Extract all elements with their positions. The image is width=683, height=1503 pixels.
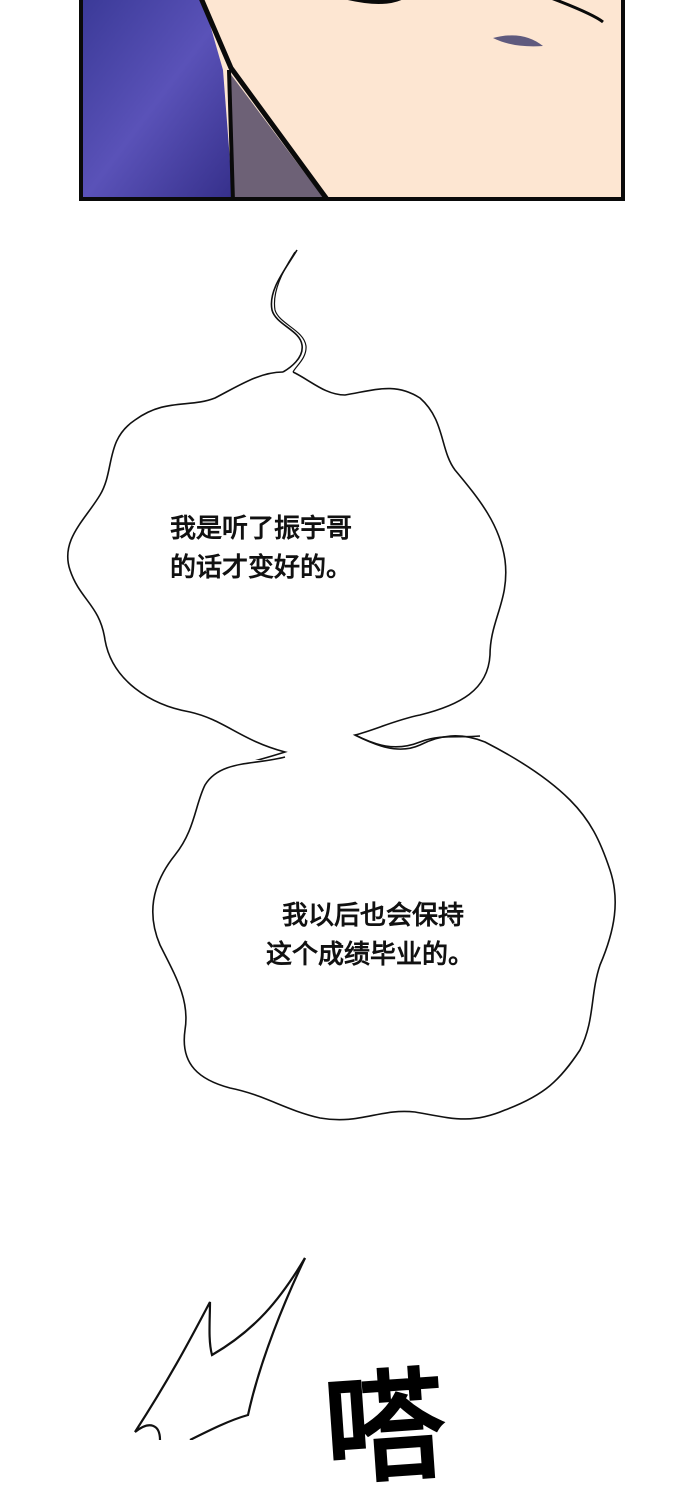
panel-artwork	[83, 0, 604, 197]
thought-bubble-1-text: 我是听了振宇哥 的话才变好的。	[170, 510, 352, 588]
bubble-line: 这个成绩毕业的。	[266, 940, 475, 970]
mark-shape	[493, 35, 543, 47]
shadow-shape	[229, 72, 323, 197]
bubble-line: 我以后也会保持	[282, 901, 465, 931]
burst-effect	[134, 1257, 306, 1440]
thought-bubble-2	[152, 734, 616, 1121]
sound-effect-text: 嗒	[320, 1356, 448, 1503]
comic-panel-top	[79, 0, 625, 201]
bubble-line: 的话才变好的。	[170, 553, 353, 583]
bubble-line: 我是听了振宇哥	[170, 514, 353, 544]
shirt-shape	[83, 0, 233, 197]
thought-bubble-2-text: 我以后也会保持 这个成绩毕业的。	[266, 897, 474, 975]
